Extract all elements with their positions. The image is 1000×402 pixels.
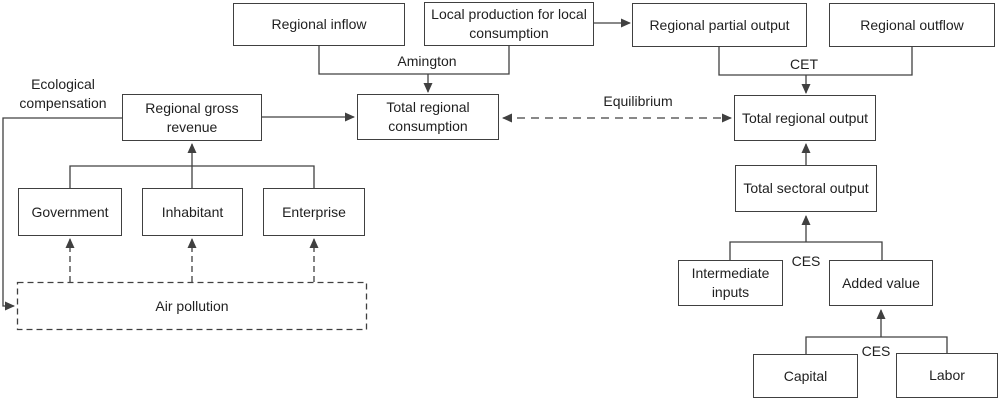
node-labor: Labor [896, 353, 998, 398]
node-regional-outflow: Regional outflow [829, 3, 995, 47]
node-total-regional-consumption: Total regional consumption [357, 94, 499, 140]
node-air-pollution: Air pollution [155, 297, 229, 314]
node-capital: Capital [753, 354, 858, 398]
edge-label-amington: Amington [397, 53, 457, 69]
edge-label-ces-production: CES [791, 253, 821, 269]
edge-label-equilibrium: Equilibrium [603, 93, 673, 109]
node-inhabitant: Inhabitant [142, 188, 243, 236]
edge-label-cet: CET [790, 56, 818, 72]
node-enterprise: Enterprise [263, 188, 365, 236]
node-regional-partial-output: Regional partial output [632, 3, 807, 47]
node-government: Government [18, 188, 122, 236]
edge-label-ces-value-added: CES [861, 343, 891, 359]
node-local-production: Local production for local consumption [424, 2, 594, 46]
node-intermediate-inputs: Intermediate inputs [678, 260, 783, 306]
edge-label-ecological-compensation: Ecological compensation [19, 76, 107, 111]
node-total-sectoral-output: Total sectoral output [735, 165, 877, 212]
bracket-agents [69, 165, 315, 188]
node-regional-inflow: Regional inflow [233, 3, 405, 46]
node-total-regional-output: Total regional output [734, 95, 876, 141]
node-added-value: Added value [829, 260, 933, 306]
node-regional-gross-revenue: Regional gross revenue [122, 94, 262, 141]
